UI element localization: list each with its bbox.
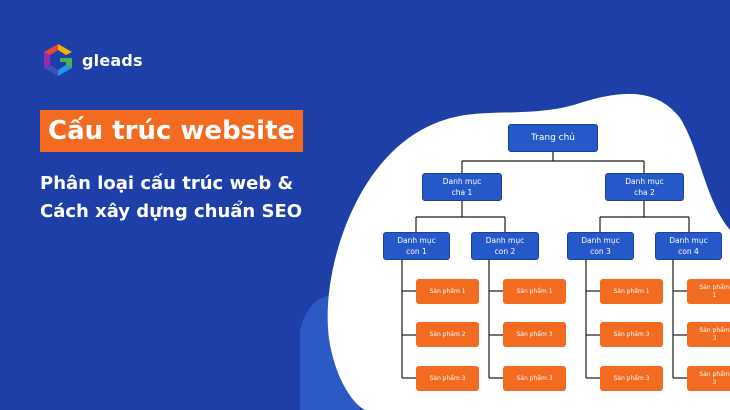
node-category-1: Danh mục cha 1 [422, 173, 502, 201]
node-product: Sản phẩm 1 [687, 279, 730, 304]
node-product: Sản phẩm 3 [416, 366, 479, 391]
node-product: Sản phẩm 3 [503, 366, 566, 391]
node-product: Sản phẩm 1 [416, 279, 479, 304]
brand-name: gleads [82, 50, 143, 70]
node-product: Sản phẩm 3 [600, 322, 663, 347]
brand-logo: gleads [40, 42, 143, 78]
node-product: Sản phẩm 3 [600, 366, 663, 391]
subtitle: Phân loại cấu trúc web & Cách xây dựng c… [40, 170, 302, 226]
node-product: Sản phẩm 3 [687, 322, 730, 347]
node-home: Trang chủ [508, 124, 598, 152]
title-badge: Cấu trúc website [40, 110, 304, 152]
subtitle-line-1: Phân loại cấu trúc web & [40, 173, 294, 194]
node-product: Sản phẩm 2 [416, 322, 479, 347]
subtitle-line-2: Cách xây dựng chuẩn SEO [40, 201, 303, 222]
gleads-logo-icon [44, 44, 72, 76]
node-category-2: Danh mục cha 2 [605, 173, 684, 201]
node-subcategory-1: Danh mục con 1 [383, 232, 450, 260]
node-product: Sản phẩm 3 [503, 322, 566, 347]
page-title: Cấu trúc website [48, 116, 296, 146]
node-subcategory-2: Danh mục con 2 [471, 232, 539, 260]
node-product: Sản phẩm 1 [600, 279, 663, 304]
node-product: Sản phẩm 1 [503, 279, 566, 304]
node-subcategory-4: Danh mục con 4 [655, 232, 722, 260]
node-product: Sản phẩm 3 [687, 366, 730, 391]
connector-lines [401, 152, 690, 379]
node-subcategory-3: Danh mục con 3 [567, 232, 634, 260]
